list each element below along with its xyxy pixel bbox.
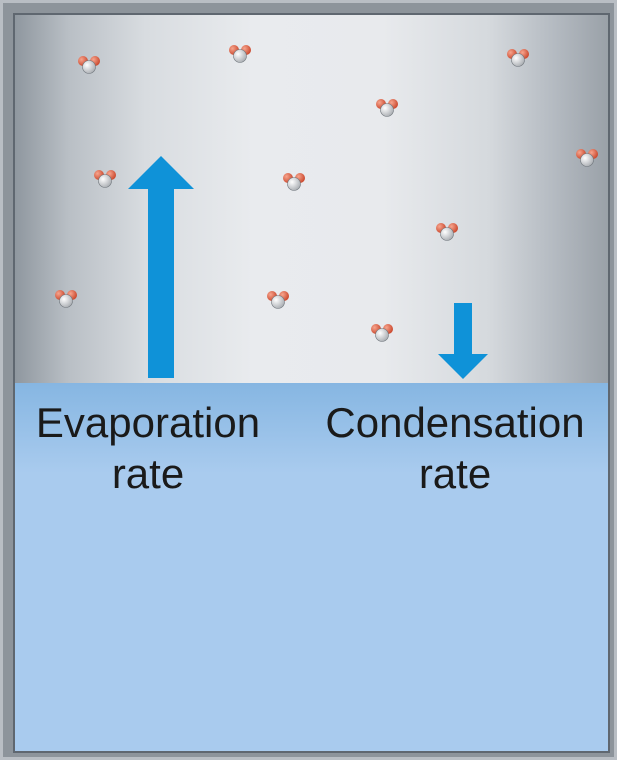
water-molecule-icon — [77, 55, 101, 74]
water-molecule-icon — [435, 222, 459, 241]
water-molecule-icon — [93, 169, 117, 188]
water-molecule-icon — [370, 323, 394, 342]
water-molecule-icon — [575, 148, 599, 167]
water-molecule-icon — [228, 44, 252, 63]
evaporation-arrow-icon — [128, 156, 194, 378]
liquid-region — [15, 383, 608, 751]
evaporation-rate-label: Evaporation rate — [18, 397, 278, 499]
condensation-label-line-2: rate — [418, 450, 492, 497]
condensation-rate-label: Condensation rate — [305, 397, 605, 499]
condensation-arrow-icon — [438, 303, 488, 379]
water-molecule-icon — [266, 290, 290, 309]
water-molecule-icon — [506, 48, 530, 67]
evaporation-label-line-1: Evaporation — [35, 399, 261, 446]
water-molecule-icon — [54, 289, 78, 308]
water-molecule-icon — [375, 98, 399, 117]
condensation-label-line-1: Condensation — [325, 399, 585, 446]
vapor-region — [15, 15, 608, 383]
closed-container — [13, 13, 610, 753]
water-molecule-icon — [282, 172, 306, 191]
evaporation-label-line-2: rate — [111, 450, 185, 497]
